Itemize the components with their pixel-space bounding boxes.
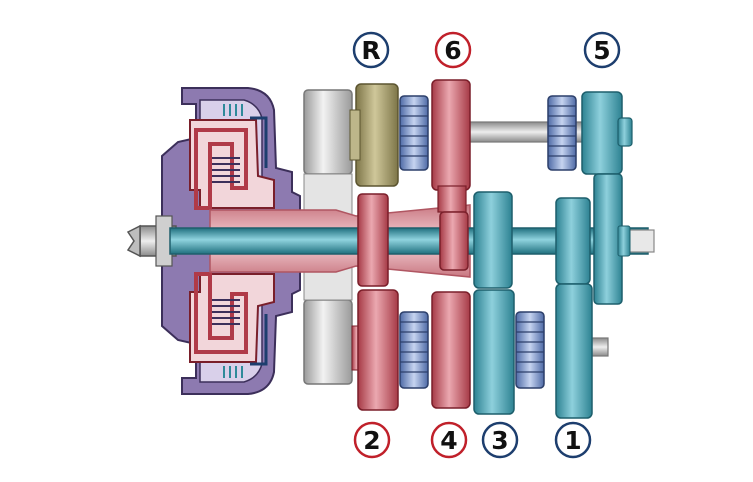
- label-second: 2: [353, 421, 391, 459]
- fifth-gear-upper: [581, 91, 633, 175]
- synchro-1-3: [515, 311, 545, 389]
- synchro-2-4: [399, 311, 429, 389]
- dual-clutch-lower: [189, 272, 275, 378]
- first-gear: [555, 283, 593, 419]
- sixth-gear: [431, 79, 471, 213]
- svg-text:3: 3: [491, 426, 508, 455]
- synchro-5: [547, 95, 577, 171]
- svg-text:4: 4: [440, 426, 457, 455]
- svg-text:2: 2: [363, 426, 380, 455]
- label-sixth: 6: [434, 31, 472, 69]
- label-fourth: 4: [430, 421, 468, 459]
- main-gear-1: [555, 197, 591, 285]
- label-third: 3: [481, 421, 519, 459]
- third-gear: [473, 289, 515, 415]
- main-gear-4-6: [439, 211, 469, 271]
- fourth-gear: [431, 291, 471, 409]
- synchro-r-6: [399, 95, 429, 171]
- second-gear: [351, 289, 399, 411]
- reverse-gear: [349, 83, 399, 187]
- label-fifth: 5: [583, 31, 621, 69]
- svg-text:R: R: [361, 36, 380, 65]
- svg-text:6: 6: [444, 36, 461, 65]
- label-reverse: R: [352, 31, 390, 69]
- main-gear-2: [357, 193, 389, 287]
- label-first: 1: [554, 421, 592, 459]
- input-shaft-stub: [126, 215, 177, 267]
- main-gear-5: [593, 173, 631, 305]
- svg-text:1: 1: [564, 426, 581, 455]
- dual-clutch-upper: [189, 104, 275, 210]
- svg-text:5: 5: [593, 36, 610, 65]
- main-gear-3: [473, 191, 513, 289]
